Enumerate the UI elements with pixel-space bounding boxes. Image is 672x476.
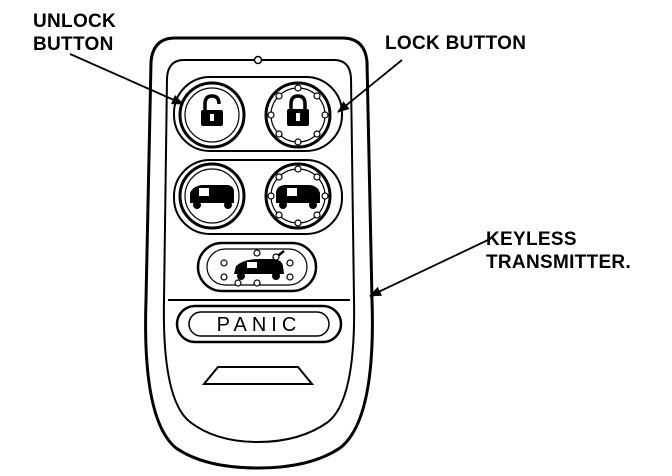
van-right-door-icon <box>276 185 320 209</box>
van-tailgate-icon <box>234 250 285 280</box>
tailgate-button[interactable] <box>196 241 318 293</box>
lock-padlock-icon <box>287 94 309 126</box>
right-door-ring-dots <box>267 165 329 227</box>
panic-label: PANIC <box>217 314 302 336</box>
panic-button[interactable]: PANIC <box>175 304 343 344</box>
unlock-label-line1: UNLOCK <box>33 11 117 32</box>
left-sliding-door-button[interactable] <box>178 162 246 230</box>
unlock-label-line2: BUTTON <box>33 34 114 55</box>
top-row-recess <box>173 76 343 152</box>
lock-button-ring-dots <box>267 84 329 146</box>
middle-row-recess <box>173 159 343 235</box>
keyless-callout-arrow <box>369 239 489 297</box>
lock-label: LOCK BUTTON <box>385 33 527 54</box>
keyless-transmitter-callout: KEYLESS TRANSMITTER. <box>486 228 631 274</box>
led-indicator <box>253 55 263 65</box>
tailgate-ring-dots <box>220 249 294 287</box>
unlock-button[interactable] <box>178 81 246 149</box>
right-sliding-door-button[interactable] <box>264 162 332 230</box>
keyless-label-line2: TRANSMITTER. <box>486 251 631 274</box>
keyless-label-period: . <box>625 252 632 273</box>
lock-button[interactable] <box>264 81 332 149</box>
keyless-label-line2-text: TRANSMITTER <box>486 252 626 273</box>
unlock-padlock-icon <box>201 94 223 126</box>
fob-inner-face <box>162 59 356 444</box>
keyless-label-line1: KEYLESS <box>486 229 577 250</box>
key-ring-slot <box>201 366 315 385</box>
lock-callout-arrow <box>337 59 403 113</box>
unlock-callout-arrow <box>69 53 184 105</box>
lock-button-callout: LOCK BUTTON <box>385 32 526 55</box>
van-left-door-icon <box>190 185 234 209</box>
unlock-button-callout: UNLOCK BUTTON <box>33 10 116 56</box>
